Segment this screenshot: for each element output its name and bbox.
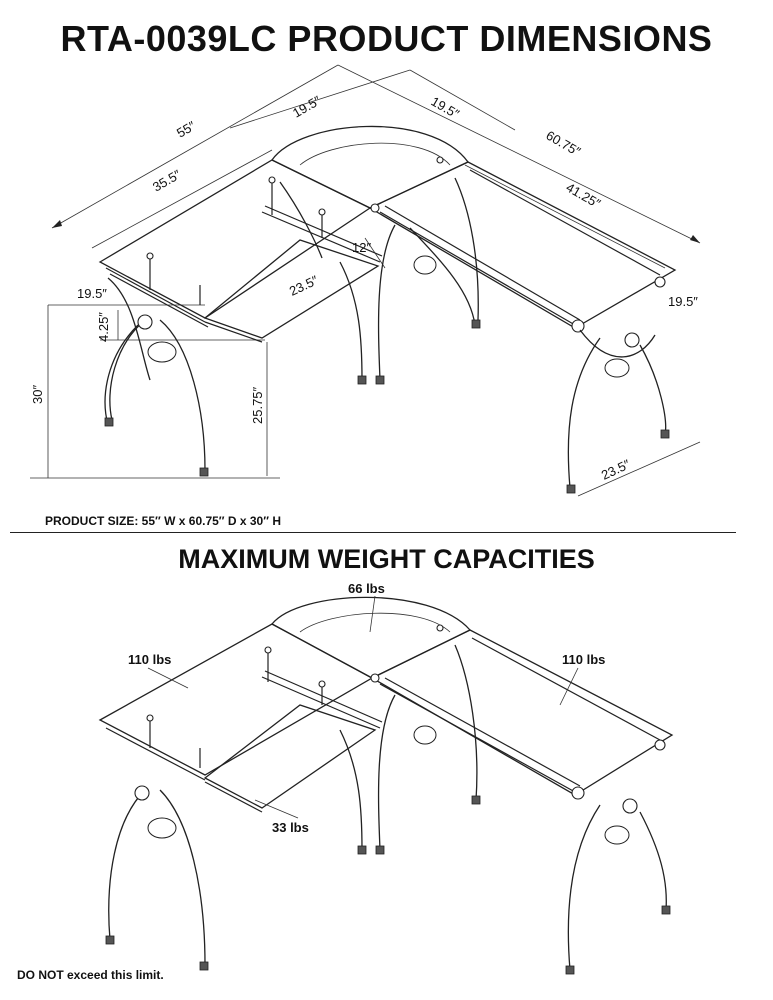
dimensions-diagram: 55″ 19.5″ 19.5″ 60.75″ 35.5″ 41.25″ 12″ … xyxy=(30,64,701,497)
dim-19-5-right-side: 19.5″ xyxy=(668,294,698,309)
dim-19-5-left-side: 19.5″ xyxy=(77,286,107,301)
weight-keyboard: 33 lbs xyxy=(272,820,309,835)
weight-left: 110 lbs xyxy=(128,652,171,667)
weight-right: 110 lbs xyxy=(562,652,605,667)
product-size-note: PRODUCT SIZE: 55″ W x 60.75″ D x 30″ H xyxy=(45,514,281,528)
left-desk-section xyxy=(98,159,383,477)
limit-warning: DO NOT exceed this limit. xyxy=(17,968,164,982)
page-title: RTA-0039LC PRODUCT DIMENSIONS xyxy=(60,18,713,59)
weight-desk-drawing xyxy=(98,596,674,975)
weight-corner: 66 lbs xyxy=(348,581,385,596)
dim-25-75: 25.75″ xyxy=(250,386,265,424)
dim-30: 30″ xyxy=(30,385,45,404)
dim-12: 12″ xyxy=(352,240,371,255)
corner-and-right-section xyxy=(271,125,677,494)
weights-title: MAXIMUM WEIGHT CAPACITIES xyxy=(178,544,595,574)
dim-4-25: 4.25″ xyxy=(96,312,111,342)
dimension-lines xyxy=(30,64,701,497)
section-divider xyxy=(10,532,736,533)
callout-leaders xyxy=(147,595,579,819)
